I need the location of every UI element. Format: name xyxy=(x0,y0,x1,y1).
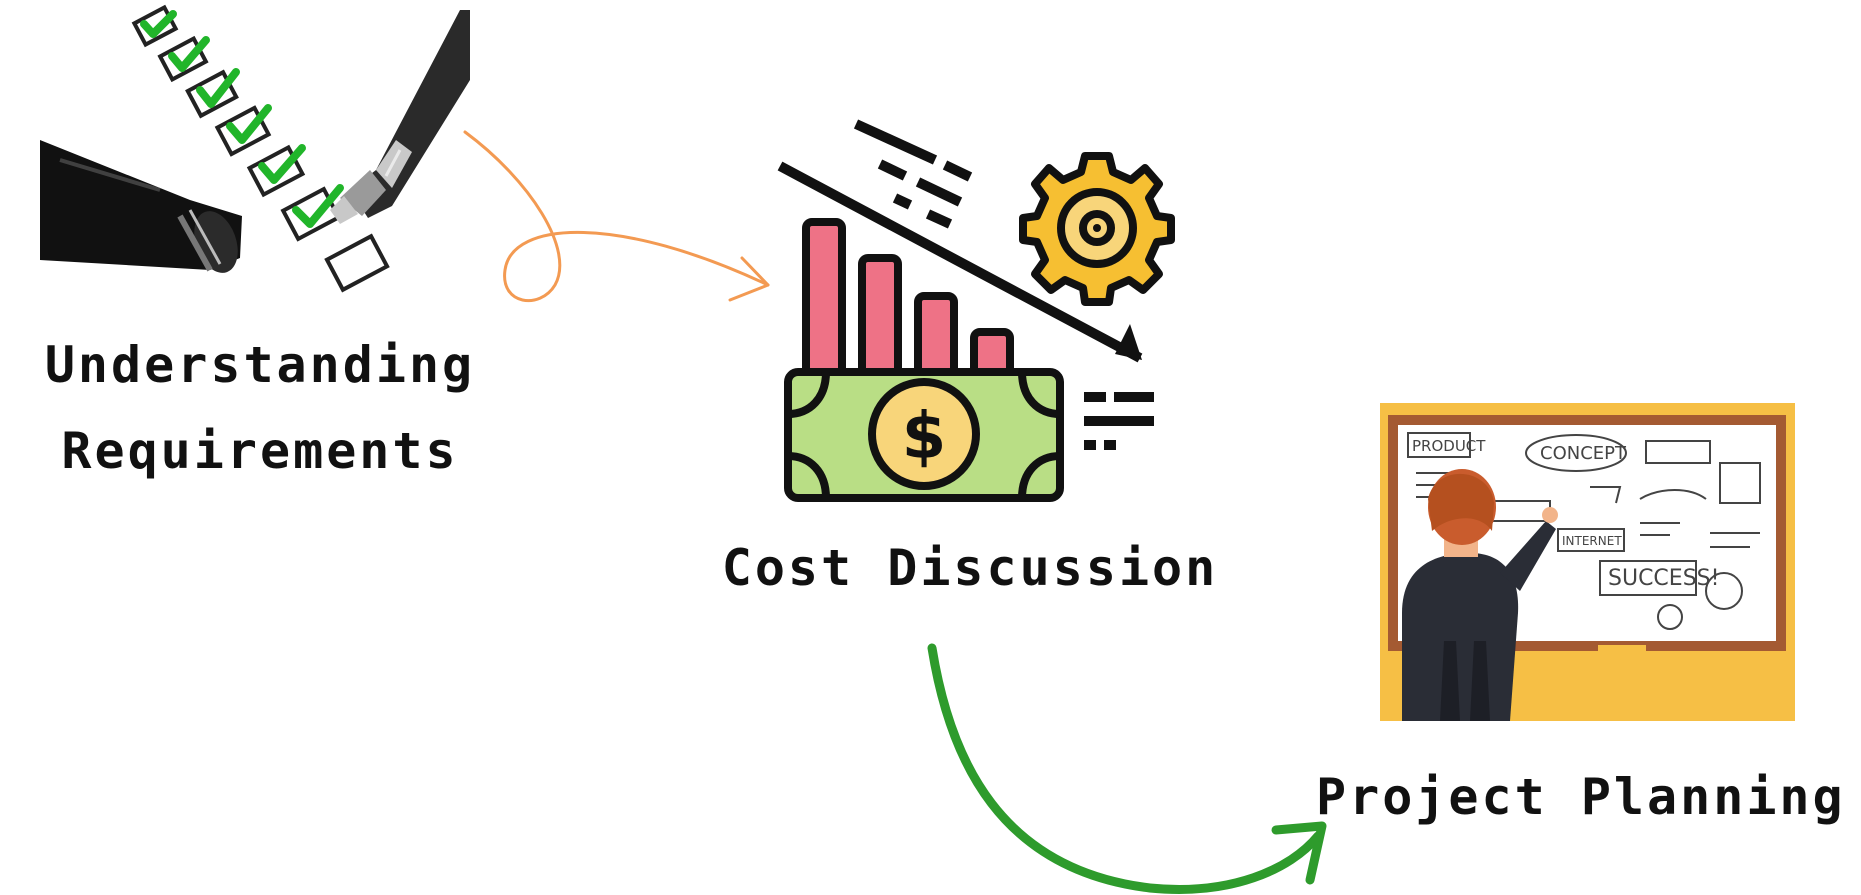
step-planning-label: Project Planning xyxy=(1316,768,1846,826)
step-understanding-line1: Understanding xyxy=(44,336,476,394)
whiteboard-word-concept: CONCEPT xyxy=(1540,443,1627,464)
whiteboard-word-internet: INTERNET xyxy=(1562,534,1622,548)
step-understanding-label: Understanding Requirements xyxy=(20,340,500,476)
svg-text:$: $ xyxy=(902,400,947,474)
step-understanding-line2: Requirements xyxy=(61,422,459,480)
cost-reduction-icon: $ xyxy=(777,119,1175,502)
whiteboard-word-product: PRODUCT xyxy=(1412,437,1486,455)
checklist-pen-icon xyxy=(40,4,470,293)
step-cost-label: Cost Discussion xyxy=(721,539,1219,597)
whiteboard-word-success: SUCCESS! xyxy=(1608,566,1719,591)
whiteboard-planning-icon: PRODUCT CONCEPT INTERNET SUCCESS! xyxy=(1380,403,1795,721)
